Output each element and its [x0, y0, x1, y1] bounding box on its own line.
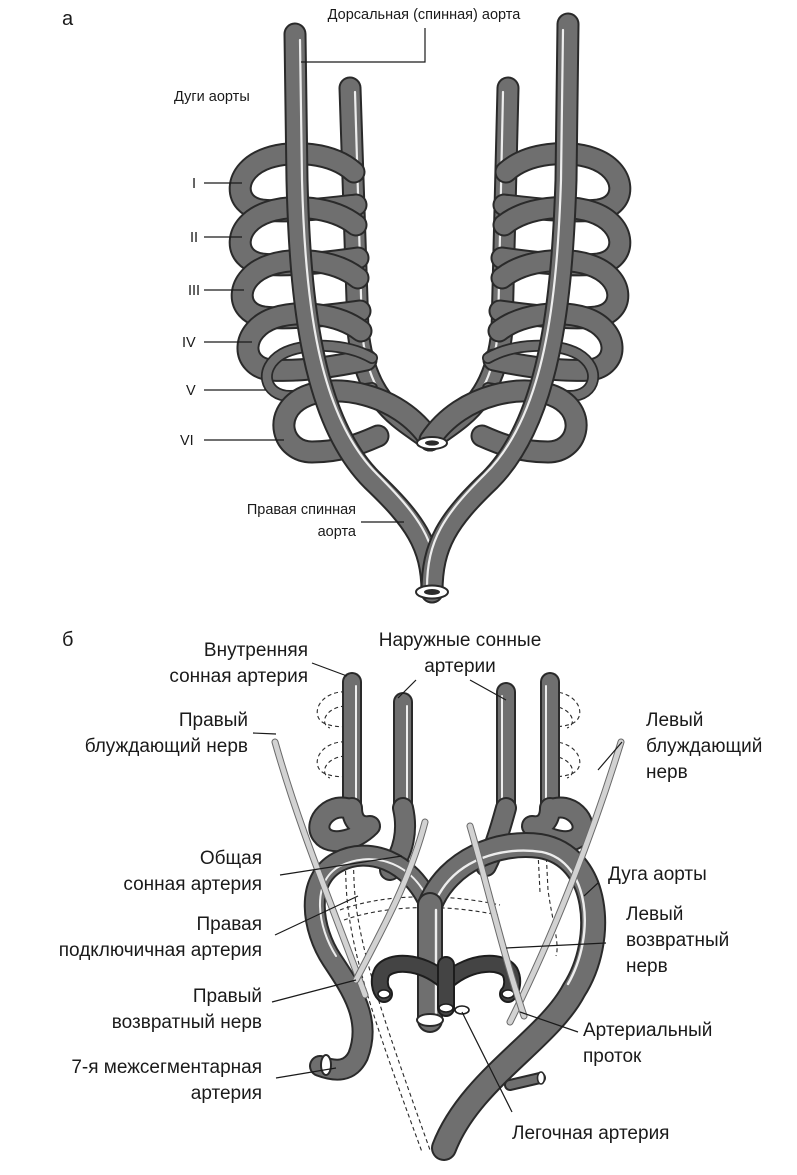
ductus-arteriosus-label-line1: Артериальный	[583, 1020, 712, 1041]
right-vagus-label-line1: Правый	[179, 710, 248, 731]
seventh-intersegmental-label-line1: 7-я межсегментарная	[71, 1057, 262, 1078]
common-carotid-label-line1: Общая	[200, 848, 262, 869]
arch-III-label: III	[188, 283, 200, 299]
panel-a: а	[62, 7, 620, 599]
arch-IV-label: IV	[182, 335, 196, 351]
arch-VI-label: VI	[180, 433, 194, 449]
external-carotid-label-line2: артерии	[424, 656, 496, 677]
panel-b-letter: б	[62, 629, 73, 651]
panel-b-vessels	[275, 682, 621, 1152]
internal-carotid-label-line1: Внутренняя	[204, 640, 308, 661]
right-dorsal-aorta-label-line1: Правая спинная	[247, 502, 356, 518]
arch-V-label: V	[186, 383, 196, 399]
left-recurrent-label-line2: возвратный	[626, 930, 729, 951]
common-carotid-label-line2: сонная артерия	[123, 874, 262, 895]
aortic-arch-label: Дуга аорты	[608, 864, 707, 885]
right-subclavian-label-line1: Правая	[196, 914, 262, 935]
left-recurrent-label-line3: нерв	[626, 956, 668, 977]
external-carotid-label-line1: Наружные сонные	[379, 630, 542, 651]
dorsal-aorta-label: Дорсальная (спинная) аорта	[328, 7, 522, 23]
left-vagus-label-line3: нерв	[646, 762, 688, 783]
seventh-intersegmental-label-line2: артерия	[191, 1083, 262, 1104]
right-vagus-label-line2: блуждающий нерв	[85, 736, 248, 757]
left-recurrent-label-line1: Левый	[626, 904, 683, 925]
aortic-arches-label: Дуги аорты	[174, 89, 250, 105]
ductus-arteriosus-label-line2: проток	[583, 1046, 642, 1067]
arch-I-label: I	[192, 176, 196, 192]
left-vagus-label-line1: Левый	[646, 710, 703, 731]
pulmonary-artery-label: Легочная артерия	[512, 1123, 669, 1144]
right-subclavian-label-line2: подключичная артерия	[59, 940, 262, 961]
arch-II-label: II	[190, 230, 198, 246]
right-dorsal-aorta-label-line2: аорта	[318, 524, 357, 540]
right-recurrent-label-line1: Правый	[193, 986, 262, 1007]
left-vagus-label-line2: блуждающий	[646, 736, 762, 757]
panel-b: б	[59, 629, 763, 1152]
panel-a-letter: а	[62, 8, 74, 30]
internal-carotid-label-line2: сонная артерия	[169, 666, 308, 687]
right-recurrent-label-line2: возвратный нерв	[112, 1012, 262, 1033]
